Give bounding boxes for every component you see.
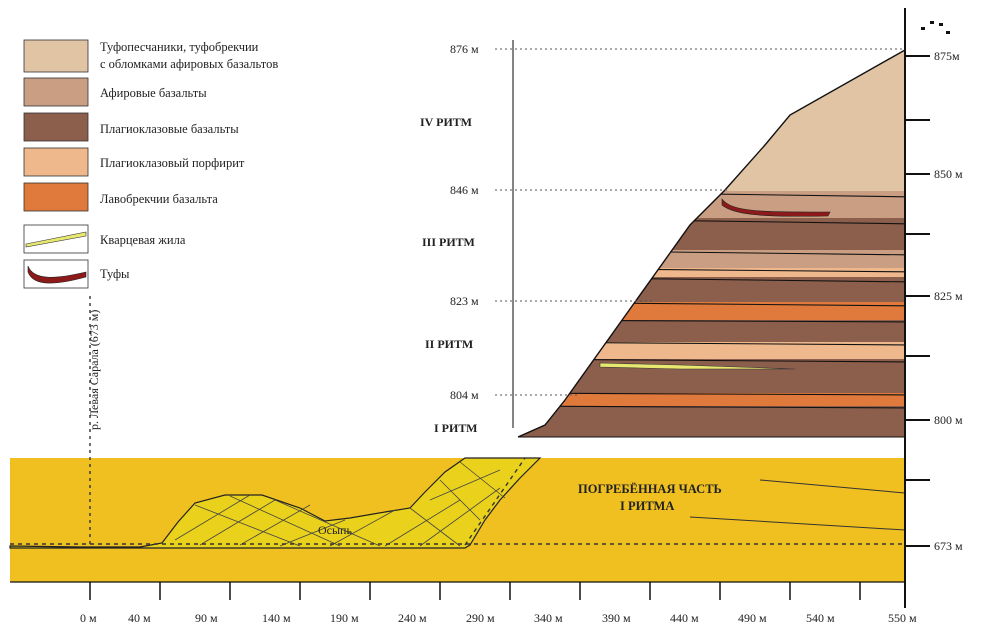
rhythm-label-iii: III РИТМ <box>422 235 475 249</box>
rhythm-label-ii: II РИТМ <box>425 337 473 351</box>
slope-outline <box>517 49 906 438</box>
scree-grid <box>174 461 506 547</box>
elevation-label-673: 673 м <box>934 539 963 553</box>
distance-label-490: 490 м <box>738 611 767 625</box>
legend-swatch-lava-breccia <box>23 182 89 212</box>
legend-label-aphyric: Афировые базальты <box>100 86 207 100</box>
distance-label-390: 390 м <box>602 611 631 625</box>
layer-lava-breccia-2 <box>518 393 905 406</box>
distance-ticks <box>89 582 861 600</box>
distance-label-540: 540 м <box>806 611 835 625</box>
axis-cap <box>921 21 950 34</box>
legend-swatch-tuff <box>23 259 89 289</box>
distance-label-40: 40 м <box>128 611 151 625</box>
elevation-labels: 875м 850 м 825 м 800 м 673 м <box>934 49 963 553</box>
layer-tuff-sandstone <box>518 50 905 191</box>
legend-label-tuff: Туфы <box>100 267 130 281</box>
quartz-vein <box>599 362 796 370</box>
distance-label-0: 0 м <box>80 611 97 625</box>
buried-label-2: I РИТМА <box>620 499 674 513</box>
elevation-label-850: 850 м <box>934 167 963 181</box>
tuff-lens <box>721 198 831 217</box>
elevation-ticks <box>905 55 930 547</box>
river-label: р. Левая Сарала (673 м) <box>87 310 101 430</box>
legend-swatch-porphyrite <box>23 147 89 177</box>
layer-plagioclase-3 <box>518 320 905 342</box>
distance-label-290: 290 м <box>466 611 495 625</box>
distance-label-190: 190 м <box>330 611 359 625</box>
depth-label-846: 846 м <box>450 183 479 197</box>
distance-labels: 0 м 40 м 90 м 140 м 190 м 240 м 290 м 34… <box>80 611 917 625</box>
scree-hills <box>9 457 542 549</box>
elevation-label-800: 800 м <box>934 413 963 427</box>
legend-swatch-plagioclase <box>23 112 89 142</box>
distance-label-240: 240 м <box>398 611 427 625</box>
legend-label-porphyrite: Плагиоклазовый порфирит <box>100 156 245 170</box>
strata <box>518 50 905 437</box>
distance-label-550: 550 м <box>888 611 917 625</box>
elevation-label-825: 825 м <box>934 289 963 303</box>
legend-label-plagioclase: Плагиоклазовые базальты <box>100 122 239 136</box>
buried-leader-2 <box>689 516 906 531</box>
elevation-label-875: 875м <box>934 49 960 63</box>
rhythm-labels: IV РИТМ III РИТМ II РИТМ I РИТМ <box>420 115 478 435</box>
rhythm-label-i: I РИТМ <box>434 421 478 435</box>
layer-lava-breccia-1 <box>518 302 905 320</box>
layer-plagioclase-5 <box>518 406 905 437</box>
distance-label-340: 340 м <box>534 611 563 625</box>
legend-label-tuff-sandstone-1: Туфопесчаники, туфобрекчии <box>100 40 259 54</box>
legend-swatch-aphyric <box>23 77 89 107</box>
legend-swatch-quartz-vein <box>23 224 89 254</box>
rhythm-label-iv: IV РИТМ <box>420 115 472 129</box>
distance-label-140: 140 м <box>262 611 291 625</box>
depth-labels: 876 м 846 м 823 м 804 м <box>450 42 479 402</box>
layer-porphyrite-2 <box>518 342 905 359</box>
layer-porphyrite-1 <box>518 268 905 277</box>
legend-swatch-tuff-sandstone <box>23 39 89 73</box>
distance-label-440: 440 м <box>670 611 699 625</box>
depth-label-876: 876 м <box>450 42 479 56</box>
distance-label-90: 90 м <box>195 611 218 625</box>
depth-label-823: 823 м <box>450 294 479 308</box>
layer-plagioclase-4 <box>518 359 905 393</box>
legend-label-quartz-vein: Кварцевая жила <box>100 233 186 247</box>
buried-label-1: ПОГРЕБЁННАЯ ЧАСТЬ <box>578 482 722 496</box>
buried-leader-1 <box>759 479 906 494</box>
scree-boundary-line <box>464 457 526 546</box>
legend-label-lava-breccia: Лавобрекчии базальта <box>100 192 218 206</box>
scree-label: Осыпь <box>318 523 352 537</box>
legend-label-tuff-sandstone-2: с обломками афировых базальтов <box>100 57 278 71</box>
legend <box>23 39 89 289</box>
legend-labels: Туфопесчаники, туфобрекчии с обломками а… <box>100 40 278 281</box>
depth-label-804: 804 м <box>450 388 479 402</box>
